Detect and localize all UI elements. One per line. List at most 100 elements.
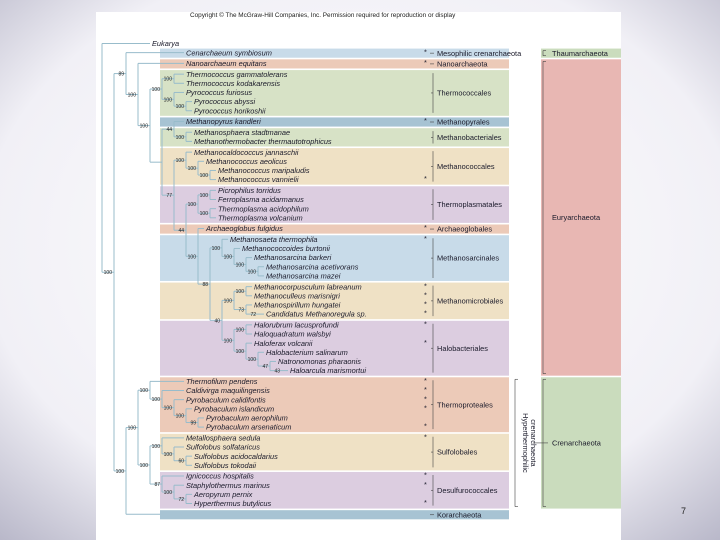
sub-bracket-label-line: Hyperthermophilic — [521, 413, 530, 473]
genome-marker: * — [424, 422, 427, 431]
taxon-methanoculleus-marisnigri: Methanoculleus marisnigri — [254, 291, 340, 300]
genome-marker: * — [424, 432, 427, 441]
taxon-methanosaeta-thermophila: Methanosaeta thermophila — [230, 235, 318, 244]
taxon-haloarcula-marismortui: Haloarcula marismortui — [290, 366, 366, 375]
taxon-pyrobaculum-islandicum: Pyrobaculum islandicum — [194, 404, 274, 413]
bootstrap-methanopyri: 44 — [166, 127, 172, 133]
clade-band-methanomicrobiales — [160, 282, 509, 320]
taxon-thermofilum-pendens: Thermofilum pendens — [186, 377, 258, 386]
clade-methanosarcinales: Methanosaeta thermophila * Methanococcoide… — [230, 234, 499, 281]
domain-label-crenarchaeota: Crenarchaeota — [552, 439, 602, 448]
group-label-halobacteriales: Halobacteriales — [437, 344, 488, 353]
clade-methanococcales: Methanocaldococcus jannaschiiMethanococc… — [194, 148, 495, 184]
group-label-nanoarchaeota: Nanoarchaeota — [437, 60, 488, 69]
taxon-methanosarcina-mazei: Methanosarcina mazei — [266, 272, 341, 281]
taxon-sulfolobus-tokodaii: Sulfolobus tokodaii — [194, 461, 256, 470]
bootstrap-thermococcales: 100 — [152, 87, 161, 93]
genome-marker: * — [424, 338, 427, 347]
bootstrap-msarc: 100 — [212, 246, 221, 252]
bootstrap-tprot: 100 — [140, 388, 149, 394]
taxon-pyrobaculum-calidifontis: Pyrobaculum calidifontis — [186, 395, 266, 404]
clade-band-archaeoglobales — [160, 224, 509, 234]
bootstrap-mc3: 100 — [200, 173, 209, 179]
bootstrap-cren: 100 — [128, 426, 137, 432]
bootstrap-c2: 100 — [140, 463, 149, 469]
taxon-thermoplasma-volcanium: Thermoplasma volcanium — [218, 213, 303, 222]
genome-marker: * — [424, 223, 427, 232]
group-label-methanobacteriales: Methanobacteriales — [437, 133, 502, 142]
bootstrap-h3: 100 — [236, 349, 245, 355]
bootstrap-h6: 43 — [274, 369, 280, 375]
bootstrap-h4: 100 — [248, 357, 257, 363]
bootstrap-tpr2: 100 — [152, 397, 161, 403]
bootstrap-d2: 100 — [164, 490, 173, 496]
bootstrap-e4: 77 — [166, 193, 172, 199]
taxon-hyperthermus-butylicus: Hyperthermus butylicus — [194, 499, 272, 508]
bootstrap-tp3: 100 — [200, 211, 209, 217]
taxon-methanosphaera-stadtmanae: Methanosphaera stadtmanae — [194, 128, 290, 137]
clade-methanobacteriales: Methanosphaera stadtmanaeMethanothermoba… — [194, 128, 502, 146]
credit-line: Copyright © The McGraw-Hill Companies, I… — [190, 12, 456, 19]
clade-archaeoglobales: Archaeoglobus fulgidus*Archaeoglobales — [205, 223, 492, 234]
clade-mesophilic-crenarchaeota: Cenarchaeum symbiosum*Mesophilic crenarc… — [186, 47, 522, 58]
bootstrap-archaea: 100 — [104, 270, 113, 276]
sub-bracket-label-line: crenarchaeota — [529, 419, 538, 467]
bootstrap-eury: 100 — [128, 92, 137, 98]
clade-thermoproteales: Thermofilum pendens*Caldivirga maquiling… — [186, 376, 493, 432]
taxon-thermoplasma-acidophilum: Thermoplasma acidophilum — [218, 204, 309, 213]
bootstrap-d3: 72 — [178, 497, 184, 503]
taxon-picrophilus-torridus: Picrophilus torridus — [218, 186, 281, 195]
clade-methanomicrobiales: Methanocorpusculum labreanum*Methanocull… — [254, 281, 503, 318]
clade-band-thermococcales — [160, 70, 509, 116]
clade-band-thermoproteales — [160, 377, 509, 433]
bootstrap-mcocc: 100 — [176, 158, 185, 164]
genome-marker: * — [424, 234, 427, 243]
taxon-methanosarcina-barkeri: Methanosarcina barkeri — [254, 253, 332, 262]
bootstrap-h2: 100 — [236, 327, 245, 333]
group-label-mesophilic-crenarchaeota: Mesophilic crenarchaeota — [437, 49, 522, 58]
group-label-thermoplasmatales: Thermoplasmatales — [437, 200, 502, 209]
taxon-methanospirillum-hungatei: Methanospirillum hungatei — [254, 301, 341, 310]
clade-band-thermoplasmatales — [160, 186, 509, 223]
genome-marker: * — [424, 116, 427, 125]
bootstrap-tp2: 100 — [200, 193, 209, 199]
bootstrap-e7: 88 — [202, 282, 208, 288]
domain-euryarchaeota: Euryarchaeota — [542, 61, 601, 374]
taxon-haloferax-volcanii: Haloferax volcanii — [254, 339, 313, 348]
domain-band-euryarchaeota — [541, 59, 621, 376]
taxon-methanococcoides-burtonii: Methanococcoides burtonii — [242, 244, 330, 253]
genome-marker: * — [424, 300, 427, 309]
bootstrap-mbact: 100 — [176, 135, 185, 141]
group-label-korarchaeota: Korarchaeota — [437, 510, 482, 519]
taxon-pyrobaculum-aerophilum: Pyrobaculum aerophilum — [206, 414, 288, 423]
genome-marker: * — [424, 58, 427, 67]
bootstrap-s2: 100 — [164, 452, 173, 458]
taxon-archaeoglobus-fulgidus: Archaeoglobus fulgidus — [205, 224, 283, 233]
domain-band-thaumarchaeota — [541, 48, 621, 58]
clade-band-korarchaeota — [160, 510, 509, 520]
bootstrap-e8: 40 — [214, 318, 220, 324]
bootstrap-tpr5: 99 — [190, 421, 196, 427]
taxon-haloquadratum-walsbyi: Haloquadratum walsbyi — [254, 330, 331, 339]
taxon-methanocaldococcus-jannaschii: Methanocaldococcus jannaschii — [194, 148, 299, 157]
genome-marker: * — [424, 376, 427, 385]
clade-band-methanobacteriales — [160, 128, 509, 147]
taxon-thermococcus-gammatolerans: Thermococcus gammatolerans — [186, 70, 288, 79]
bootstrap-mmicro: 100 — [224, 298, 233, 304]
taxon-sulfolobus-solfataricus: Sulfolobus solfataricus — [186, 443, 260, 452]
clade-band-methanococcales — [160, 148, 509, 185]
clade-band-desulfurococcales — [160, 471, 509, 509]
genome-marker: * — [424, 394, 427, 403]
taxon-pyrococcus-furiosus: Pyrococcus furiosus — [186, 88, 252, 97]
bootstrap-desulf: 87 — [154, 482, 160, 488]
taxon-aeropyrum-pernix: Aeropyrum pernix — [193, 490, 253, 499]
clade-nanoarchaeota: Nanoarchaeum equitans*Nanoarchaeota — [186, 58, 488, 69]
taxon-methanopyrus-kandleri: Methanopyrus kandleri — [186, 117, 261, 126]
domain-band-crenarchaeota — [541, 377, 621, 509]
clade-halobacteriales: Halorubrum lacusprofundi*Haloquadratum w… — [254, 319, 488, 375]
clade-band-nanoarchaeota — [160, 59, 509, 69]
genome-marker: * — [424, 385, 427, 394]
bootstrap-h5: 47 — [262, 364, 268, 370]
